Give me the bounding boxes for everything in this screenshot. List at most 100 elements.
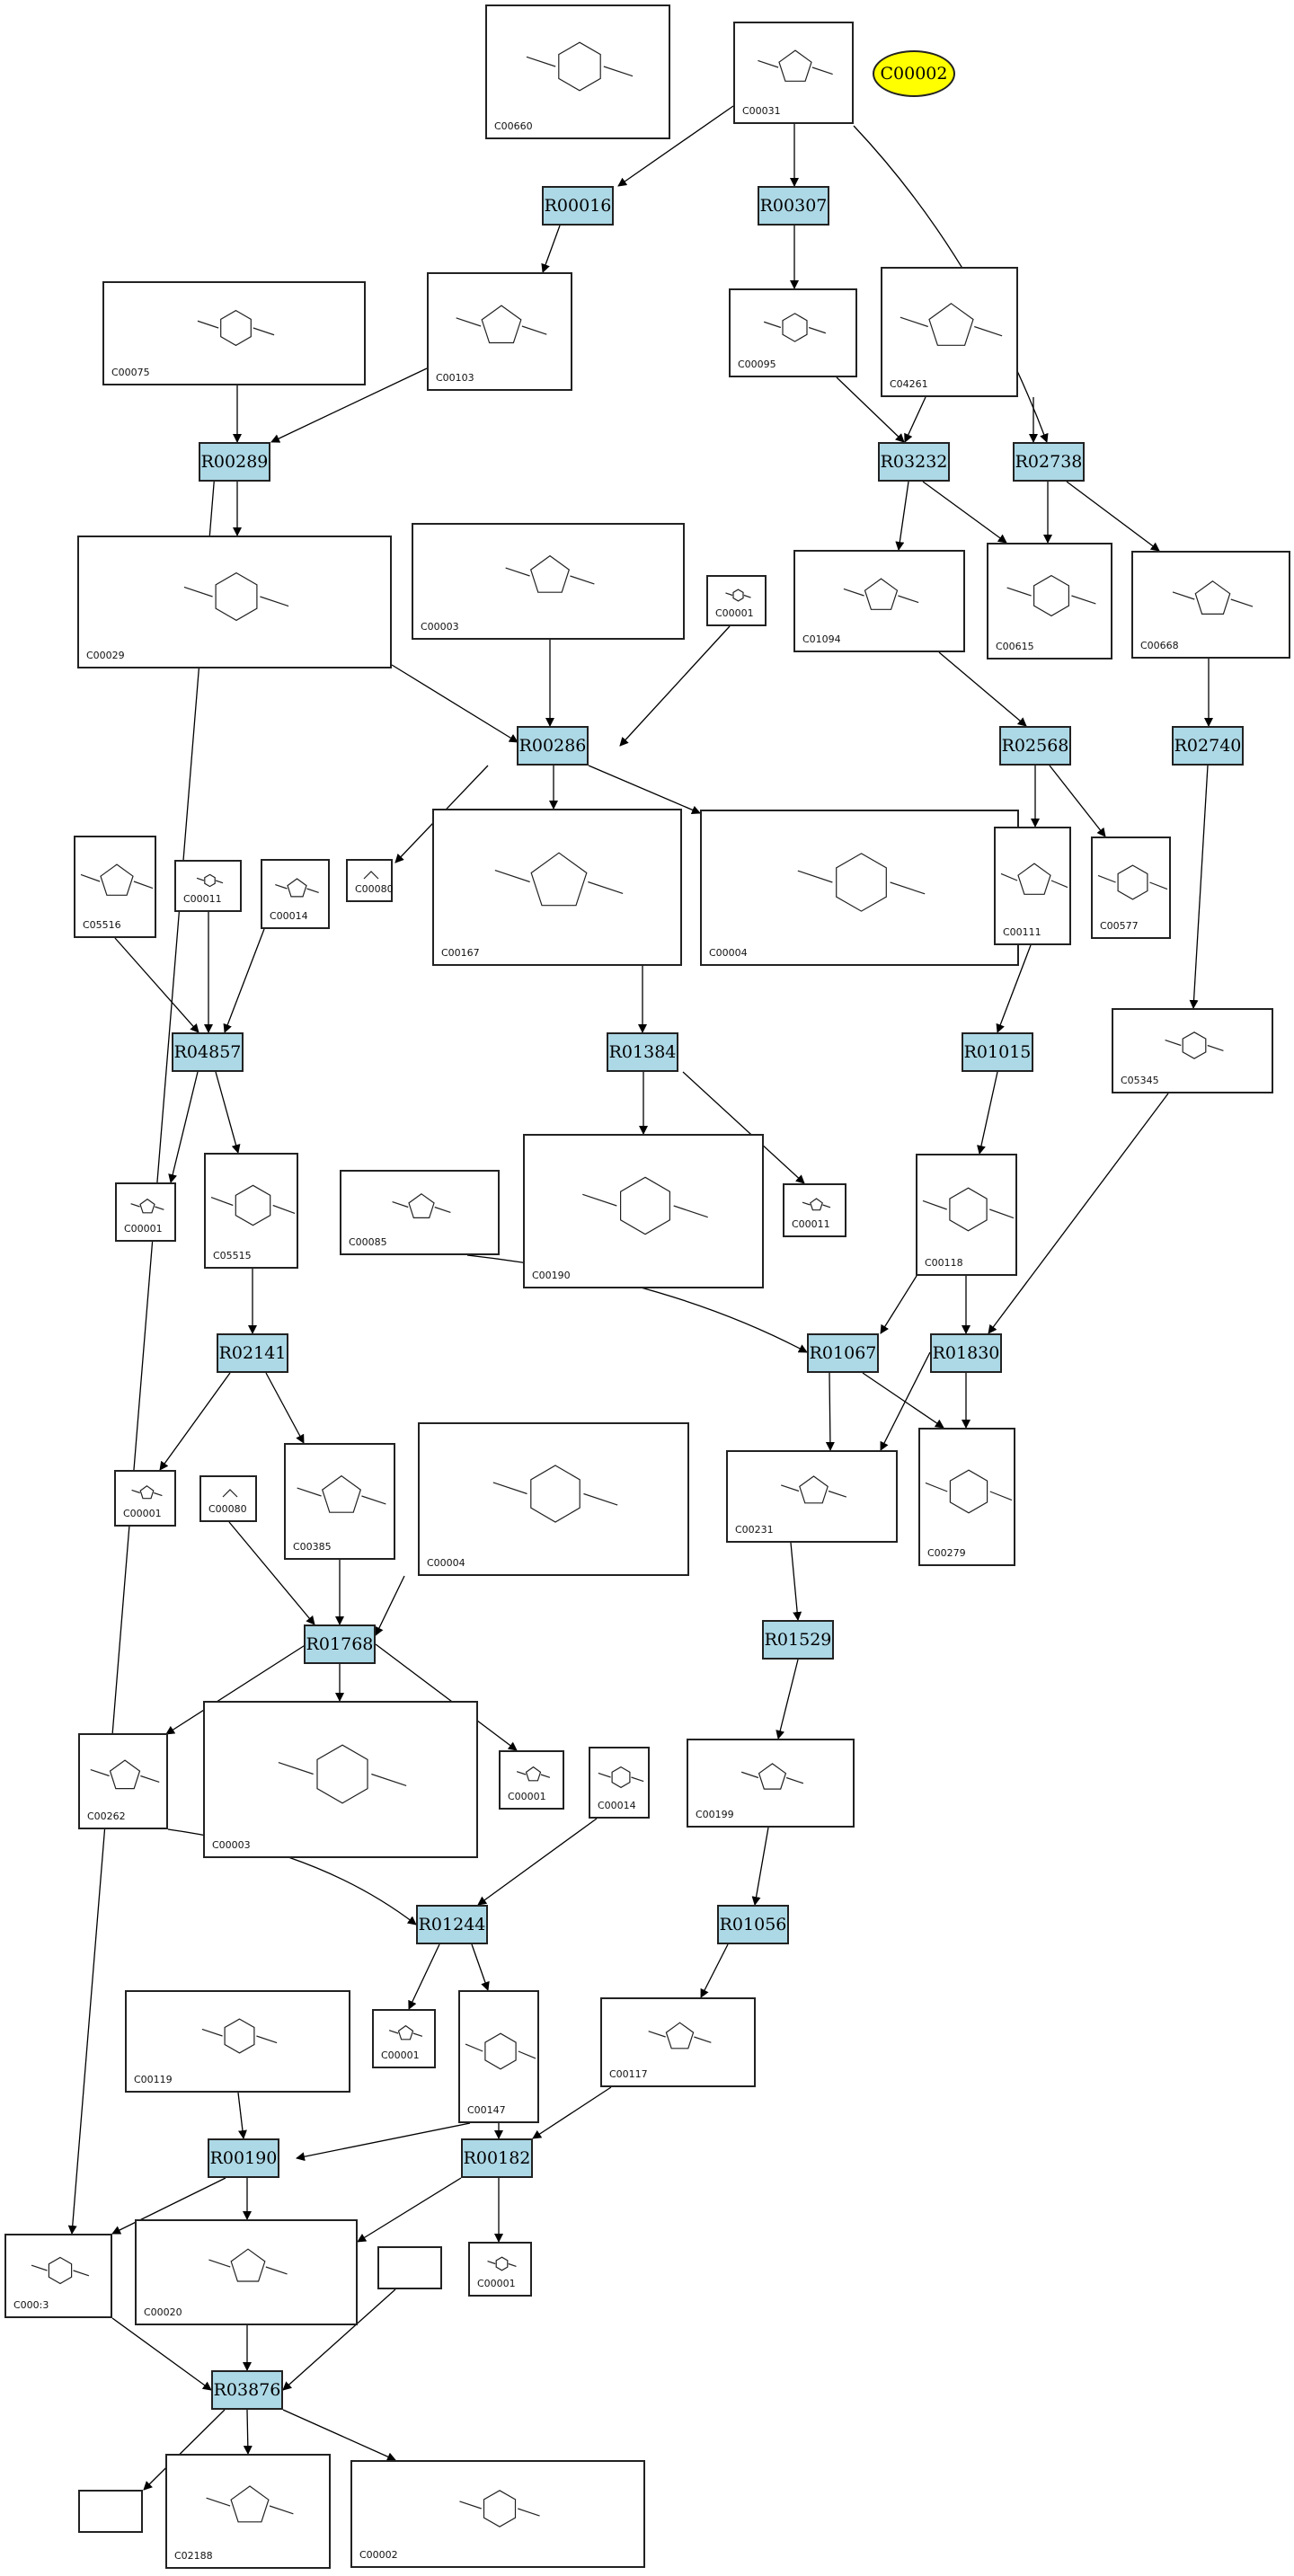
compound-node[interactable]: C00003 [203,1701,478,1858]
structure-sketch-icon [1000,863,1068,895]
reaction-node[interactable]: R02740 [1172,726,1244,766]
compound-node[interactable]: C00001 [114,1470,176,1527]
compound-node[interactable]: C00080 [346,859,394,902]
empty-compound-node[interactable] [78,2490,143,2533]
compound-node[interactable]: C00668 [1131,551,1290,659]
compound-node[interactable]: C00075 [102,281,366,385]
reaction-node[interactable]: R00286 [517,726,589,766]
compound-node[interactable]: C00011 [783,1183,846,1237]
compound-node[interactable]: C00001 [372,2009,436,2068]
reaction-node[interactable]: R03876 [211,2370,283,2410]
compound-structure [688,1746,853,1806]
reaction-node[interactable]: R03232 [878,442,950,482]
reaction-node[interactable]: R00289 [199,442,270,482]
compound-node[interactable]: C00385 [284,1443,395,1560]
reaction-node[interactable]: R00307 [758,186,829,226]
compound-id-label: C00001 [477,2278,516,2289]
compound-node[interactable]: C00085 [340,1170,500,1255]
compound-node[interactable]: C00118 [916,1154,1017,1276]
compound-node[interactable]: C00095 [729,288,857,377]
reaction-node[interactable]: R02738 [1013,442,1085,482]
compound-node[interactable]: C000:3 [4,2234,112,2318]
compound-node[interactable]: C00004 [418,1422,689,1576]
reaction-node[interactable]: R01244 [416,1905,488,1944]
compound-node[interactable]: C04261 [881,267,1018,397]
reaction-node[interactable]: R01768 [304,1624,376,1664]
compound-node[interactable]: C00014 [589,1747,650,1819]
reaction-node[interactable]: R01384 [607,1032,678,1072]
compound-node[interactable]: C00031 [733,22,854,124]
compound-id-label: C05515 [213,1250,252,1261]
compound-node[interactable]: C00660 [485,4,670,139]
compound-node[interactable]: C00577 [1091,837,1171,939]
pathway-edge [880,1351,931,1451]
structure-sketch-icon [388,2024,423,2040]
pathway-edge [880,1275,917,1334]
compound-node[interactable]: C00615 [987,543,1112,659]
compound-structure [75,843,155,916]
structure-sketch-icon [1097,864,1168,900]
compound-node[interactable]: C00001 [468,2242,532,2297]
compound-node[interactable]: C05345 [1112,1008,1273,1093]
structure-sketch-icon [781,1475,846,1504]
reaction-node[interactable]: R00182 [461,2138,533,2178]
compound-id-label: C00014 [598,1800,636,1811]
reaction-node[interactable]: R02568 [999,726,1071,766]
reaction-node[interactable]: R00190 [208,2138,279,2178]
reaction-node[interactable]: R01015 [962,1032,1033,1072]
compound-node[interactable]: C00003 [412,523,685,640]
highlight-oval[interactable]: C00002 [873,50,955,97]
reaction-node[interactable]: R01529 [762,1620,834,1660]
compound-structure [702,817,1017,944]
compound-node[interactable]: C05515 [204,1153,298,1269]
compound-node[interactable]: C00029 [77,536,392,668]
compound-id-label: C00004 [709,947,748,959]
reaction-node[interactable]: R01830 [930,1333,1002,1373]
compound-node[interactable]: C00004 [700,810,1019,966]
reaction-node[interactable]: R04857 [172,1032,244,1072]
compound-structure [167,2461,329,2547]
compound-structure [917,1161,1015,1254]
compound-node[interactable]: C00103 [427,272,572,391]
compound-node[interactable]: C00279 [918,1428,1015,1566]
compound-node[interactable]: C00119 [125,1990,350,2093]
compound-node[interactable]: C00111 [994,827,1071,945]
compound-node[interactable]: C00262 [78,1733,168,1829]
structure-sketch-icon [201,2018,278,2054]
compound-node[interactable]: C00147 [458,1990,539,2123]
pathway-edge [357,2177,462,2243]
compound-node[interactable]: C00117 [600,1997,756,2087]
compound-node[interactable]: C00190 [523,1134,764,1288]
reaction-node[interactable]: R00016 [542,186,614,226]
compound-node[interactable]: C00011 [174,860,242,912]
reaction-node[interactable]: R01056 [717,1905,789,1944]
pathway-edge [477,1818,598,1906]
compound-node[interactable]: C00199 [687,1739,855,1828]
compound-node[interactable]: C02188 [165,2454,331,2569]
pathway-edge [922,481,1007,544]
compound-structure [460,1997,537,2102]
compound-id-label: C04261 [890,378,928,390]
compound-node[interactable]: C00167 [432,809,682,966]
structure-sketch-icon [900,303,1003,346]
compound-node[interactable]: C00002 [350,2460,645,2568]
reaction-node[interactable]: R02141 [217,1333,288,1373]
reaction-node[interactable]: R01067 [807,1333,879,1373]
compound-structure [420,1430,687,1554]
compound-node[interactable]: C00014 [261,859,330,929]
compound-node[interactable]: C00231 [726,1450,898,1543]
pathway-edge [296,2122,471,2162]
empty-compound-node[interactable] [377,2246,442,2289]
compound-node[interactable]: C00020 [135,2219,358,2325]
compound-node[interactable]: C05516 [74,836,156,938]
compound-structure [127,1997,349,2071]
structure-sketch-icon [465,2032,536,2070]
compound-node[interactable]: C00001 [706,575,767,626]
compound-node[interactable]: C00001 [115,1182,176,1242]
compound-structure [602,2005,754,2066]
compound-node[interactable]: C00001 [499,1750,564,1810]
compound-structure [784,1191,845,1216]
compound-id-label: C00001 [381,2049,420,2061]
compound-node[interactable]: C01094 [793,550,965,652]
compound-node[interactable]: C00080 [199,1475,257,1522]
